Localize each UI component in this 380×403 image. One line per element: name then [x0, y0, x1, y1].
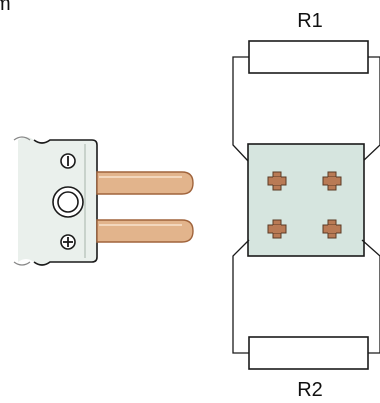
circle-minus-icon [60, 153, 76, 169]
terminal-top-right [322, 171, 342, 191]
r1-wire-right [361, 56, 380, 163]
terminal-top-left [267, 171, 287, 191]
terminal-bottom-right [322, 219, 342, 239]
resistor-r2 [248, 336, 369, 370]
terminal-board [247, 143, 365, 257]
circle-plus-icon [60, 234, 76, 250]
connector-outline [33, 139, 98, 266]
resistor-label-r2: R2 [297, 379, 323, 401]
resistor-label-r1: R1 [297, 10, 323, 32]
r2-wire-right [361, 239, 380, 354]
pin-bottom [96, 219, 194, 243]
double-circle-icon [52, 186, 84, 218]
pin-top [96, 171, 194, 195]
terminal-bottom-left [267, 219, 287, 239]
r2-wire-left [232, 239, 250, 354]
circuit: R1 R2 [232, 10, 380, 401]
connector-left-wave-bottom [13, 261, 31, 266]
thermocouple-connector [13, 136, 194, 266]
resistor-r1 [248, 40, 369, 74]
r1-wire-left [232, 56, 250, 163]
top-left-text-fragment: m [0, 0, 11, 15]
connector-left-wave-top [13, 136, 31, 141]
